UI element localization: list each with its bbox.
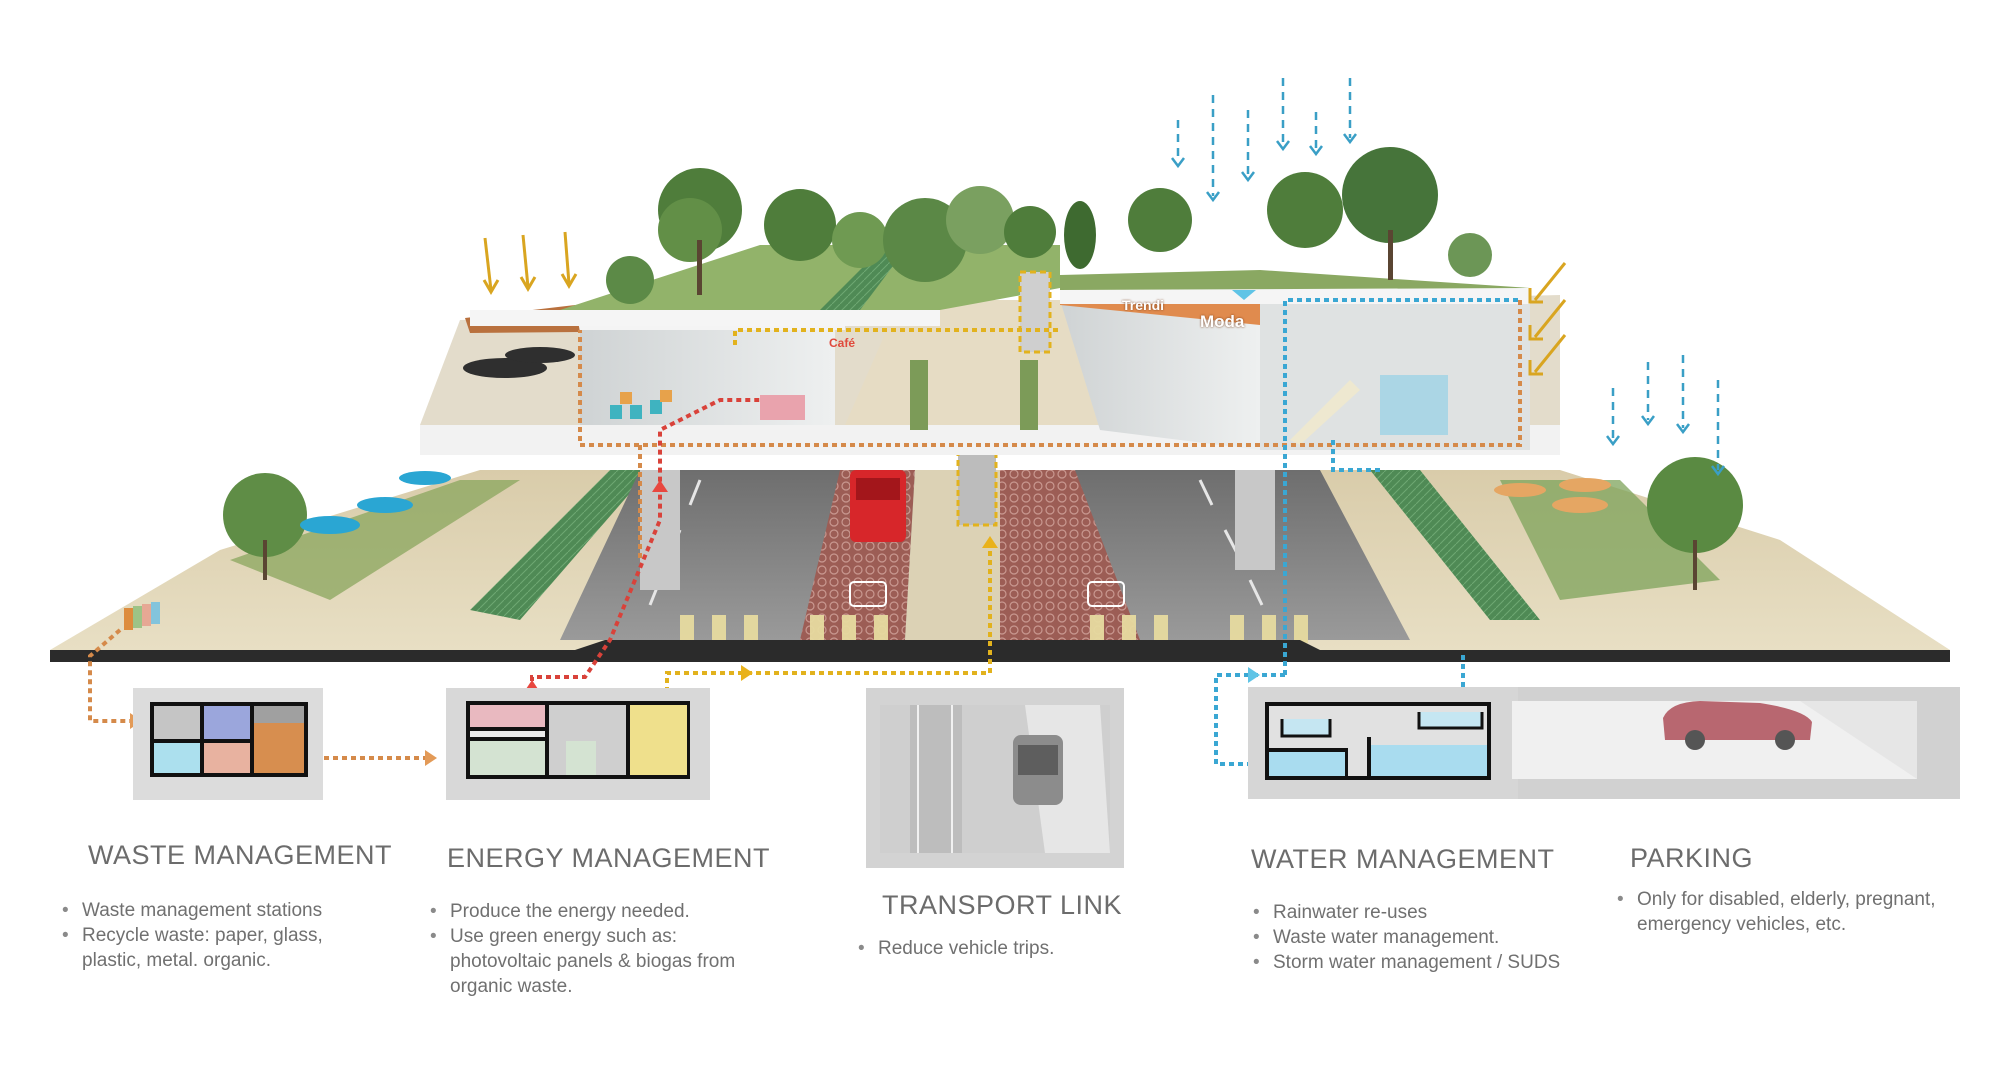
bullet-item: Storm water management / SUDS: [1253, 950, 1593, 975]
bullet-list: Reduce vehicle trips.: [858, 936, 1118, 961]
panel-title: PARKING: [1630, 843, 1754, 873]
energy-flow-lines: [530, 398, 760, 690]
sunlight-arrows: [482, 231, 1567, 376]
bullet-list: Only for disabled, elderly, pregnant, em…: [1617, 887, 1997, 937]
water-arrow-3: [1232, 290, 1256, 300]
parking-garage-image: [1512, 687, 1960, 799]
shop-sign-moda: Moda: [1200, 312, 1245, 331]
shop-sign-trendi: Trendi: [1122, 297, 1165, 313]
bullet-item: Rainwater re-uses: [1253, 900, 1593, 925]
light-flow-lines: [665, 328, 1060, 692]
light-arrow: [741, 665, 753, 681]
panel-title: TRANSPORT LINK: [882, 890, 1123, 920]
waste-flow-lines: [88, 300, 1522, 760]
energy-arrow-2: [652, 480, 668, 492]
trees: [223, 147, 1743, 590]
elevated-deck: [420, 245, 1560, 455]
bullet-item: Waste water management.: [1253, 925, 1593, 950]
bullet-item: Use green energy such as: photovoltaic p…: [430, 924, 760, 999]
bullet-item: Reduce vehicle trips.: [858, 936, 1118, 961]
ground-level: [50, 358, 1950, 650]
cafe-sign: Café: [829, 336, 856, 350]
bullet-item: Produce the energy needed.: [430, 899, 760, 924]
rain-arrows: [1176, 78, 1720, 470]
ground-umbrellas: [300, 471, 1611, 534]
bullet-list: Produce the energy needed. Use green ene…: [430, 899, 760, 999]
panel-title: WASTE MANAGEMENT: [88, 840, 393, 870]
light-arrow-2: [982, 536, 998, 548]
panel-title: WATER MANAGEMENT: [1251, 844, 1555, 874]
panel-title: ENERGY MANAGEMENT: [447, 843, 771, 873]
bullet-list: Waste management stations Recycle waste:…: [62, 898, 352, 973]
water-tank-diagram: [1248, 687, 1518, 799]
water-flow-lines: [1214, 298, 1520, 766]
waste-arrow-2: [425, 750, 437, 766]
transport-metro-image: [866, 688, 1124, 868]
water-arrow: [1248, 667, 1260, 683]
bullet-item: Recycle waste: paper, glass, plastic, me…: [62, 923, 352, 973]
waste-station-diagram: [133, 688, 323, 800]
energy-station-diagram: [446, 688, 710, 800]
bullet-item: Only for disabled, elderly, pregnant, em…: [1617, 887, 1997, 937]
bullet-list: Rainwater re-uses Waste water management…: [1253, 900, 1593, 975]
recycle-bins: [124, 602, 160, 630]
ground-base-strip: [50, 640, 1950, 662]
bullet-item: Waste management stations: [62, 898, 352, 923]
